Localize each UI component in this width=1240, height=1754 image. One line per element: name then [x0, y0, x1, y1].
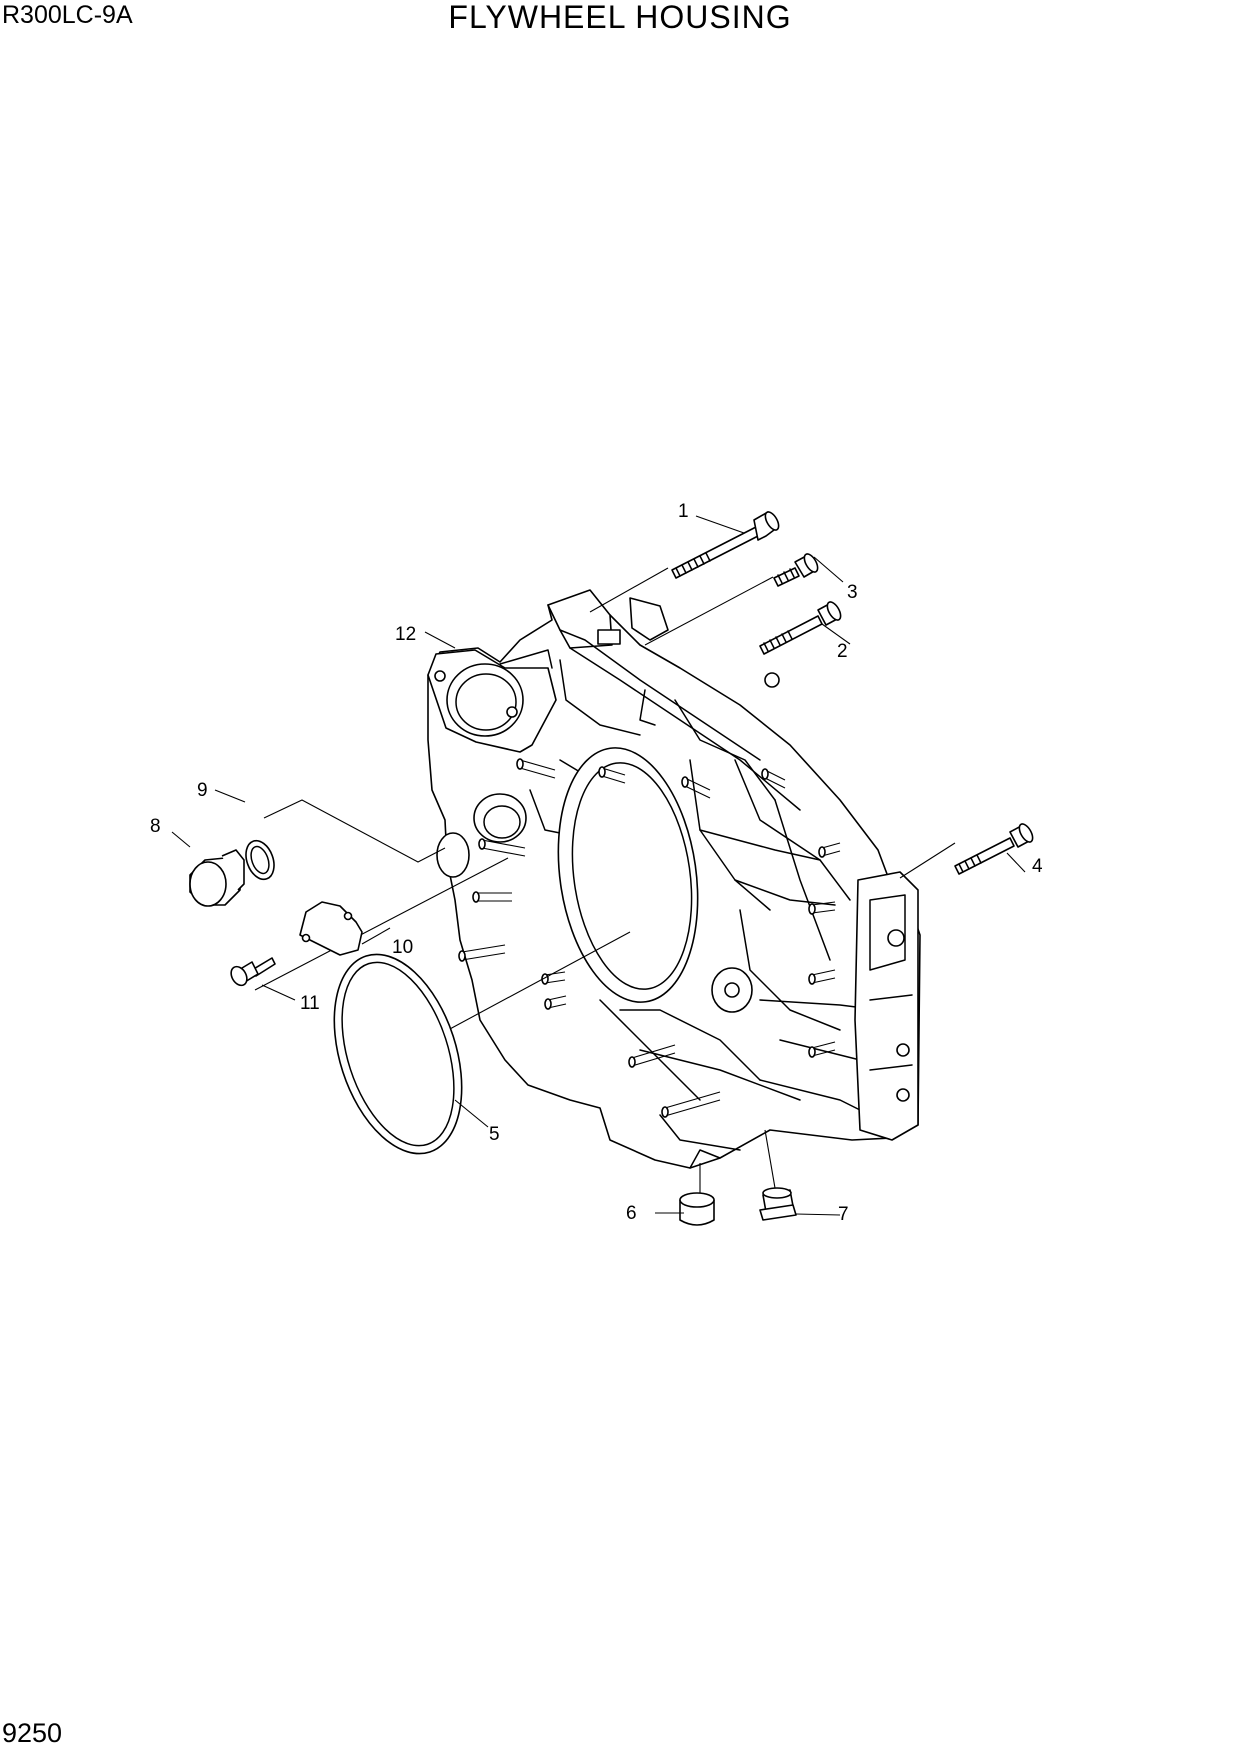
screw-part-11: [230, 957, 276, 987]
seal-ring-part-5: [333, 953, 463, 1155]
flywheel-housing: [427, 589, 921, 1169]
callout-6: 6: [626, 1203, 637, 1224]
cover-plate-part-10: [299, 901, 363, 956]
bolt-part-2: [759, 601, 842, 655]
callout-10: 10: [392, 937, 413, 958]
assembly-lines: [254, 567, 956, 1198]
page-number: 9250: [2, 1718, 63, 1748]
bolt-part-4: [954, 823, 1034, 875]
callout-labels: 1 2 3 4 5 6 7 8 9 10 11 12: [150, 501, 1043, 1225]
callout-leaders: [171, 515, 1026, 1216]
callout-5: 5: [489, 1124, 500, 1145]
gasket-part-9: [245, 839, 275, 881]
plug-part-8: [189, 849, 245, 907]
model-code: R300LC-9A: [2, 1, 133, 29]
plug-part-6: [679, 1192, 715, 1226]
callout-9: 9: [197, 780, 208, 801]
stud-pins: [458, 758, 841, 1118]
plug-part-7: [759, 1187, 797, 1221]
bolt-part-1: [671, 511, 780, 579]
callout-7: 7: [838, 1204, 849, 1225]
callout-12: 12: [395, 624, 416, 645]
callout-4: 4: [1032, 856, 1043, 877]
bolt-part-3: [773, 553, 819, 587]
callout-8: 8: [150, 816, 161, 837]
callout-11: 11: [300, 993, 320, 1014]
callout-2: 2: [837, 641, 848, 662]
page-title: FLYWHEEL HOUSING: [448, 0, 792, 35]
callout-3: 3: [847, 582, 858, 603]
callout-1: 1: [678, 501, 689, 522]
